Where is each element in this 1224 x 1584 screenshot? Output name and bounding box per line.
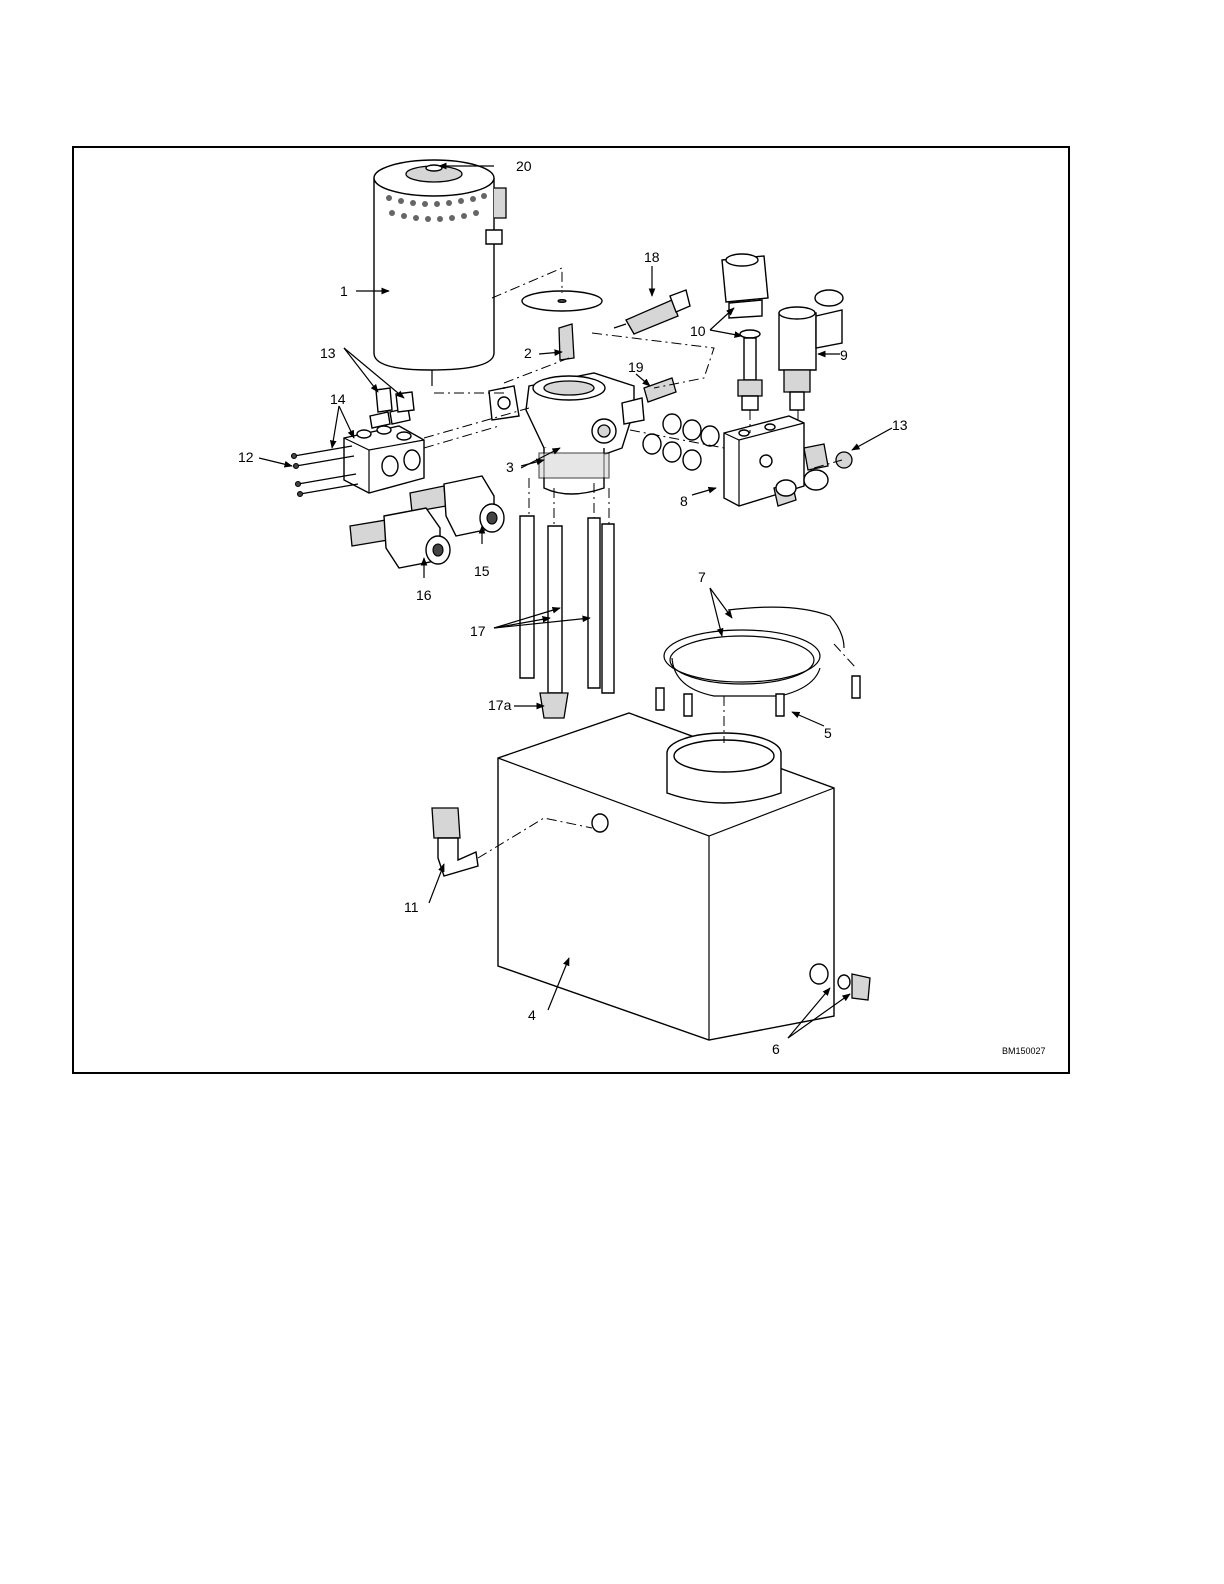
callout-13-right: 13 <box>892 417 908 433</box>
callout-15: 15 <box>474 563 490 579</box>
callout-20: 20 <box>516 158 532 174</box>
callout-13-left: 13 <box>320 345 336 361</box>
callout-12: 12 <box>238 449 254 465</box>
callout-6: 6 <box>772 1041 780 1057</box>
drain-plug-6 <box>838 974 870 1000</box>
callout-10: 10 <box>690 323 706 339</box>
reservoir-tank <box>498 713 834 1040</box>
callout-4: 4 <box>528 1007 536 1023</box>
pump-housing <box>489 373 644 494</box>
callout-7: 7 <box>698 569 706 585</box>
callout-1: 1 <box>340 283 348 299</box>
callout-5: 5 <box>824 725 832 741</box>
callout-17a: 17a <box>488 697 512 713</box>
hydraulic-power-unit-diagram: 20 1 2 3 4 5 6 7 8 9 10 11 12 13 13 14 1… <box>74 148 1068 1072</box>
callout-2: 2 <box>524 345 532 361</box>
callout-9: 9 <box>840 347 848 363</box>
breather-elbow-11 <box>432 808 478 876</box>
motor <box>374 160 506 386</box>
manifold-block-14 <box>344 408 424 493</box>
callout-17: 17 <box>470 623 486 639</box>
drawing-code: BM150027 <box>1002 1046 1046 1056</box>
callout-16: 16 <box>416 587 432 603</box>
suction-return-tubes <box>520 516 614 718</box>
callout-18: 18 <box>644 249 660 265</box>
solenoid-valve-10 <box>722 254 768 410</box>
callout-11: 11 <box>404 899 419 915</box>
callout-19: 19 <box>628 359 644 375</box>
callout-3: 3 <box>506 459 514 475</box>
coupling-and-plate <box>522 291 602 360</box>
pressure-switch <box>614 290 690 334</box>
tank-band <box>664 607 844 696</box>
callout-14: 14 <box>330 391 346 407</box>
exploded-view-figure: 20 1 2 3 4 5 6 7 8 9 10 11 12 13 13 14 1… <box>72 146 1070 1074</box>
solenoid-valve-9 <box>779 290 843 410</box>
o-rings <box>643 414 719 470</box>
fittings-13-left <box>376 388 414 412</box>
valve-block-8 <box>724 416 852 506</box>
callout-8: 8 <box>680 493 688 509</box>
fitting <box>644 378 676 402</box>
solenoid-valve-16 <box>350 508 450 568</box>
